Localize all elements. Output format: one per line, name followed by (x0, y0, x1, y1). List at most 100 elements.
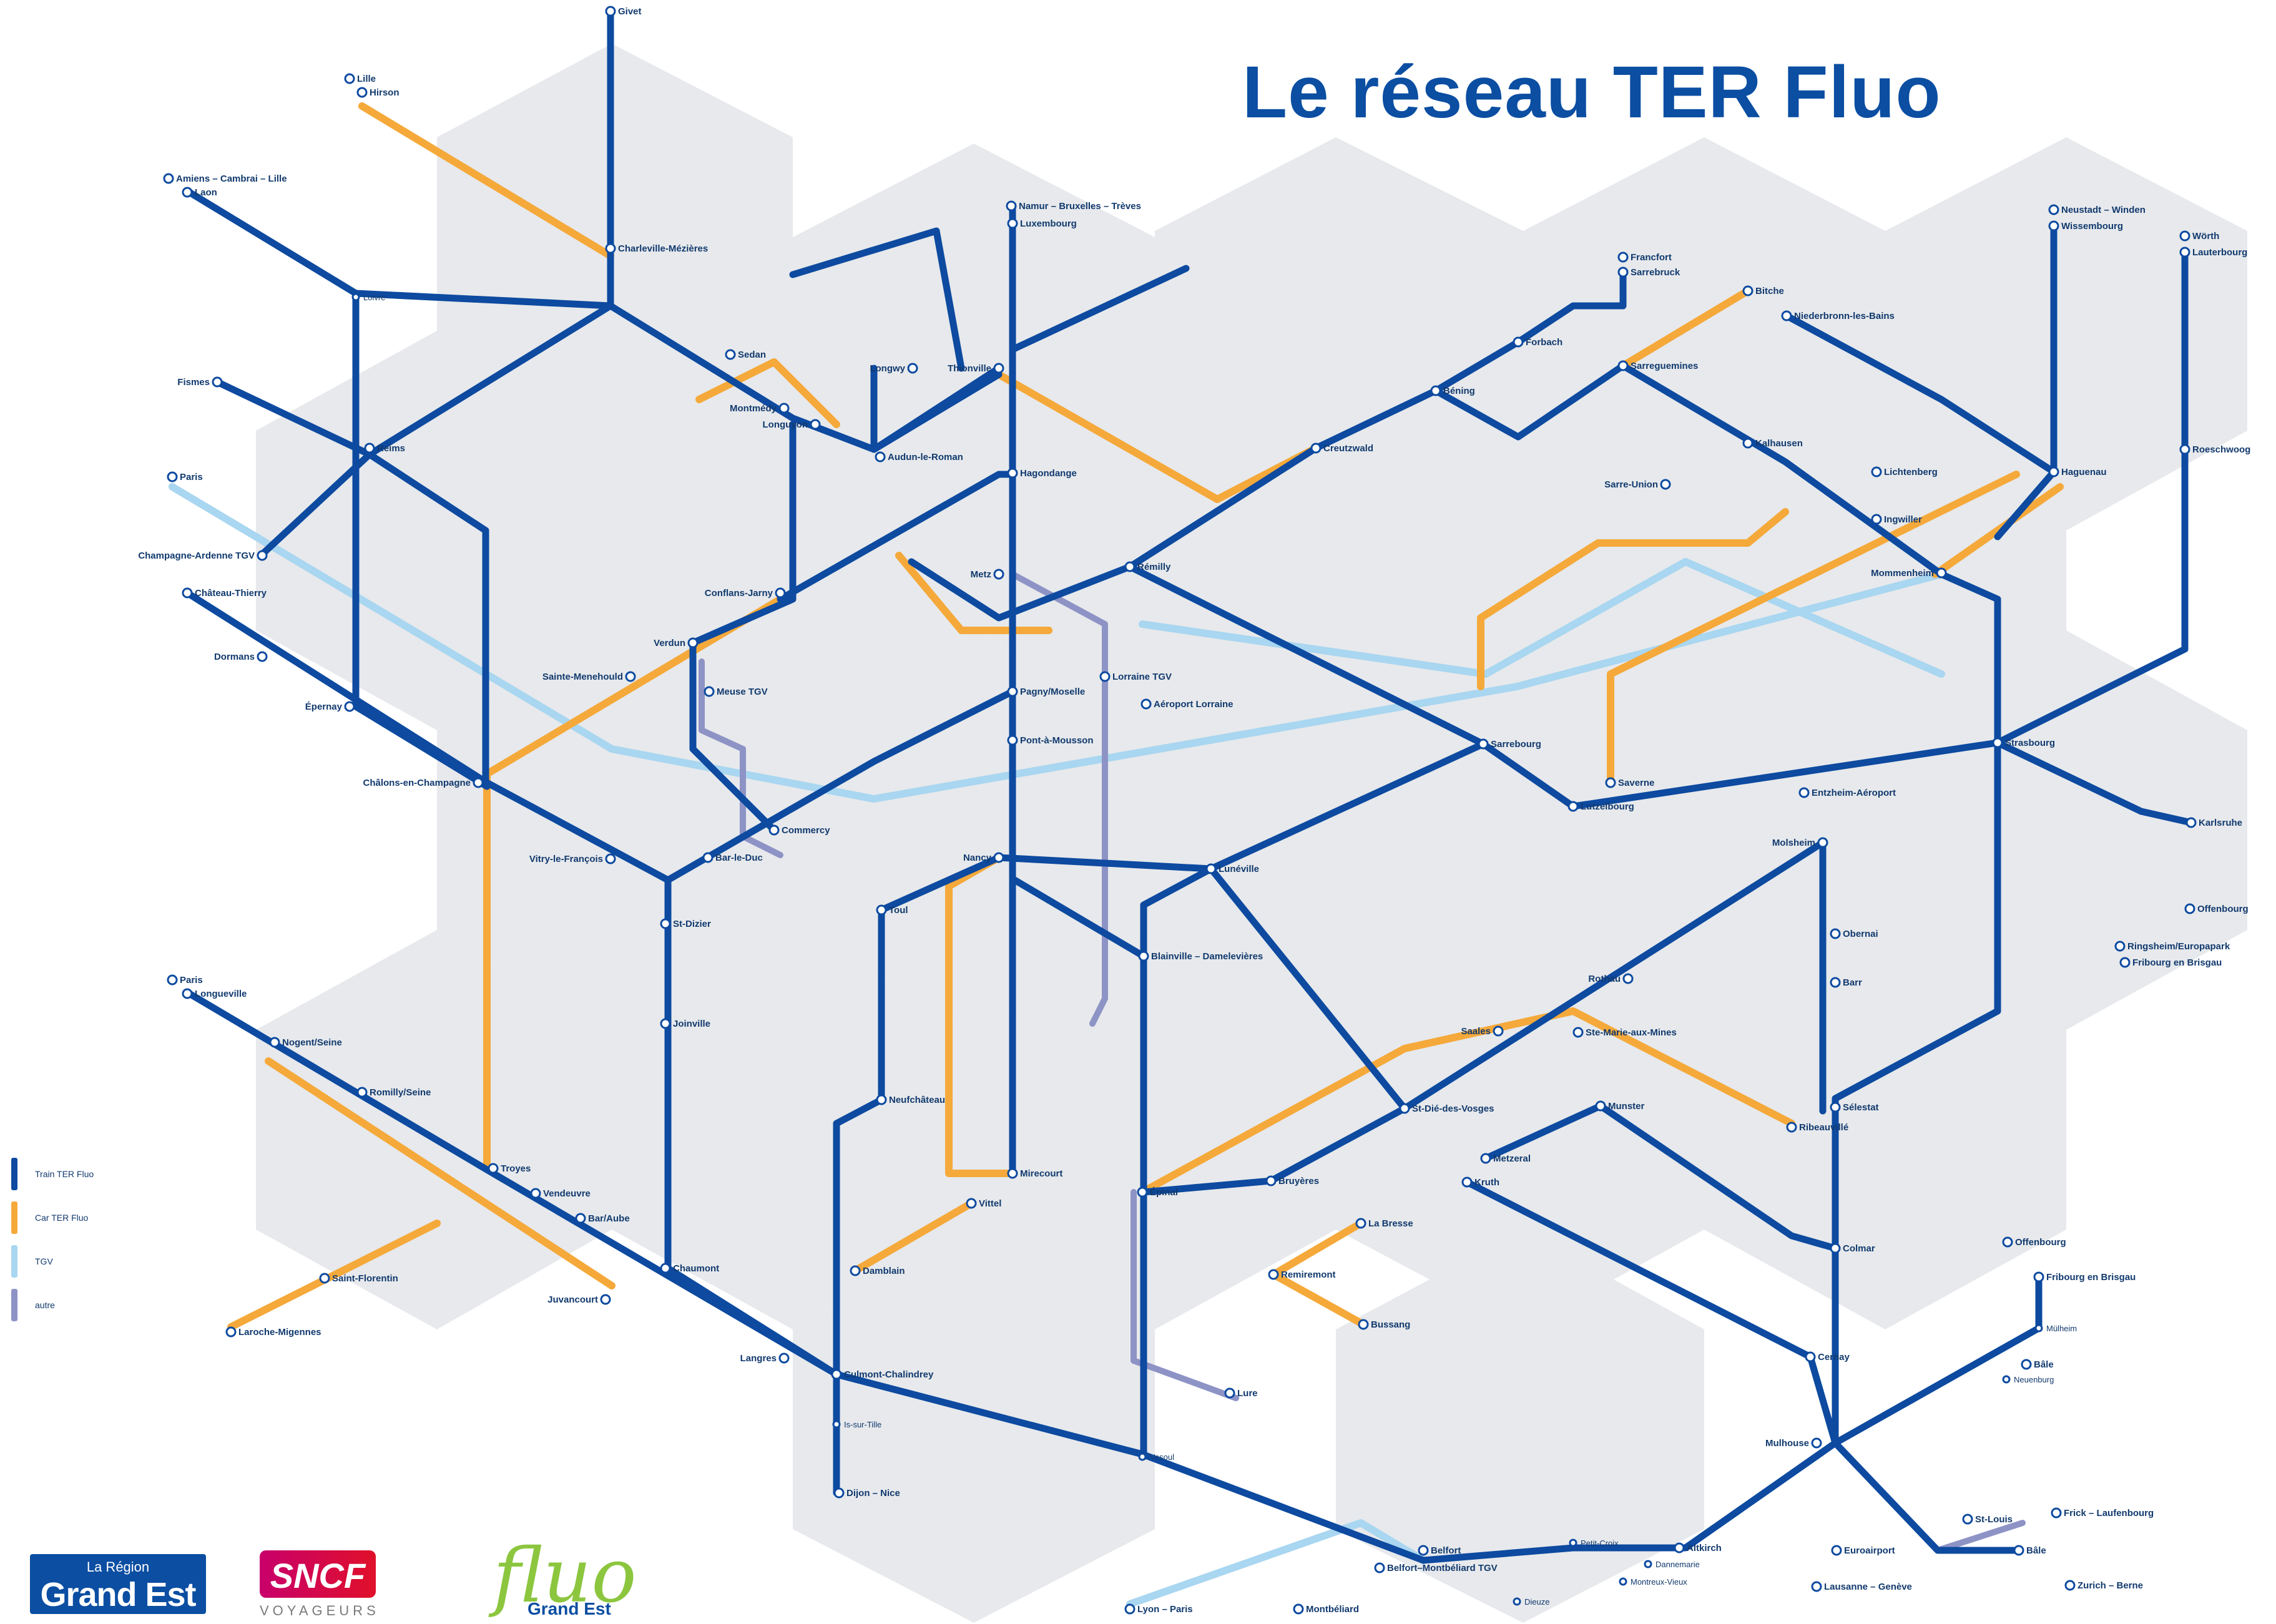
station-dot (660, 918, 671, 929)
station-dot (1007, 735, 1018, 746)
station-68: Lunéville (1205, 863, 1259, 874)
station-label: Nancy (963, 853, 992, 863)
station-dot (257, 651, 268, 662)
station-label: Toul (889, 905, 908, 916)
legend-car-label: Car TER Fluo (35, 1213, 89, 1223)
station-label: Ribeauvillé (1799, 1122, 1848, 1133)
station-dot (2033, 1271, 2044, 1283)
station-dot (488, 1163, 499, 1174)
legend: Train TER Fluo Car TER Fluo TGV autre (11, 1158, 111, 1333)
station-57: Épinal (1137, 1186, 1178, 1198)
station-dot (687, 637, 699, 648)
station-89: Haguenau (2048, 466, 2107, 477)
station-64: Belfort–Montbéliard TGV (1374, 1562, 1498, 1573)
station-label: Dieuze (1524, 1597, 1549, 1607)
station-dot (344, 701, 355, 712)
station-dot (1480, 1153, 1491, 1164)
station-dot (875, 451, 886, 462)
station-dot (319, 1273, 330, 1284)
station-label: Thionville (948, 363, 991, 374)
station-98: Fribourg en Brisgau (2119, 957, 2222, 968)
autre-lines (699, 571, 2026, 1553)
station-dot (605, 853, 616, 864)
station-dot (702, 852, 714, 863)
station-dot (1513, 336, 1524, 348)
station-dot (1786, 1122, 1797, 1133)
station-73: Béning (1430, 385, 1475, 396)
station-70: Aéroport Lorraine (1140, 698, 1234, 710)
station-dot (1781, 310, 1792, 321)
station-label: Reims (377, 443, 405, 454)
station-3: Hirson (356, 87, 400, 98)
station-dot (2021, 1359, 2032, 1370)
station-label: Sarrebruck (1631, 267, 1680, 278)
station-dot (1811, 1437, 1822, 1449)
station-label: Lorraine TGV (1112, 672, 1172, 682)
station-76: Sarrebruck (1617, 267, 1680, 278)
station-dot (2064, 1580, 2076, 1591)
station-label: Belfort–Montbéliard TGV (1387, 1563, 1498, 1573)
station-dot (778, 403, 790, 414)
station-94: Roeschwoog (2179, 444, 2250, 455)
station-label: Metz (971, 569, 991, 580)
station-83: Ingwiller (1871, 514, 1922, 525)
station-dot (2114, 941, 2126, 952)
station-55: Vittel (966, 1198, 1001, 1209)
station-label: Lille (357, 74, 376, 84)
station-label: Charleville-Mézières (618, 243, 708, 254)
station-92: Wörth (2179, 230, 2219, 242)
station-dot (1310, 443, 1322, 454)
station-dot (1595, 1100, 1606, 1112)
station-label: Entzheim-Aéroport (1812, 788, 1896, 798)
station-41: Sedan (725, 349, 766, 360)
station-label: Romilly/Seine (370, 1087, 431, 1098)
station-dot (182, 587, 193, 599)
legend-autre: autre (11, 1289, 111, 1333)
legend-train-swatch (11, 1158, 17, 1190)
station-dot (1224, 1387, 1235, 1399)
station-label: Lauterbourg (2192, 247, 2247, 258)
station-label: Frick – Laufenbourg (2064, 1508, 2154, 1519)
station-dot (2179, 230, 2190, 242)
station-dot (351, 293, 360, 301)
station-label: Creutzwald (1323, 443, 1373, 454)
station-49: Pagny/Moselle (1007, 686, 1085, 697)
station-dot (1674, 1542, 1685, 1553)
station-114: Cernay (1805, 1351, 1850, 1362)
station-label: Bâle (2034, 1359, 2054, 1370)
station-36: Meuse TGV (704, 686, 768, 697)
station-128: Dannemarie (1644, 1560, 1700, 1569)
station-label: Fribourg en Brisgau (2046, 1272, 2136, 1283)
station-1: Charleville-Mézières (605, 243, 708, 254)
station-dot (1644, 1560, 1652, 1568)
station-label: Mirecourt (1020, 1168, 1062, 1179)
station-label: Offenbourg (2197, 904, 2249, 914)
station-dot (1830, 1243, 1841, 1254)
station-dot (1006, 200, 1017, 212)
station-122: Frick – Laufenbourg (2051, 1507, 2154, 1519)
station-111: Metzeral (1480, 1153, 1531, 1164)
station-label: Euroairport (1844, 1545, 1895, 1556)
station-dot (1007, 1168, 1018, 1179)
station-label: Mulhouse (1765, 1438, 1809, 1449)
station-0: Givet (605, 6, 642, 17)
region-logo-big: Grand Est (40, 1576, 196, 1613)
legend-train: Train TER Fluo (11, 1158, 111, 1201)
station-label: Lausanne – Genève (1824, 1582, 1912, 1592)
station-label: Dijon – Nice (846, 1488, 900, 1499)
station-74: Forbach (1513, 336, 1562, 348)
station-118: Altkirch (1674, 1542, 1722, 1553)
station-11: Château-Thierry (182, 587, 267, 599)
region-grand-est-logo: La Région Grand Est (30, 1554, 206, 1614)
station-dot (2179, 444, 2190, 455)
station-dot (1622, 973, 1634, 984)
station-109: Ribeauvillé (1786, 1122, 1848, 1133)
station-label: Aéroport Lorraine (1154, 699, 1234, 710)
station-dot (1124, 561, 1136, 572)
station-label: Obernai (1843, 929, 1878, 939)
station-label: Metzeral (1493, 1153, 1531, 1164)
station-dot (1830, 977, 1841, 988)
station-32: Joinville (660, 1018, 710, 1029)
station-dot (1138, 1452, 1147, 1461)
station-label: Laroche-Migennes (238, 1327, 321, 1338)
